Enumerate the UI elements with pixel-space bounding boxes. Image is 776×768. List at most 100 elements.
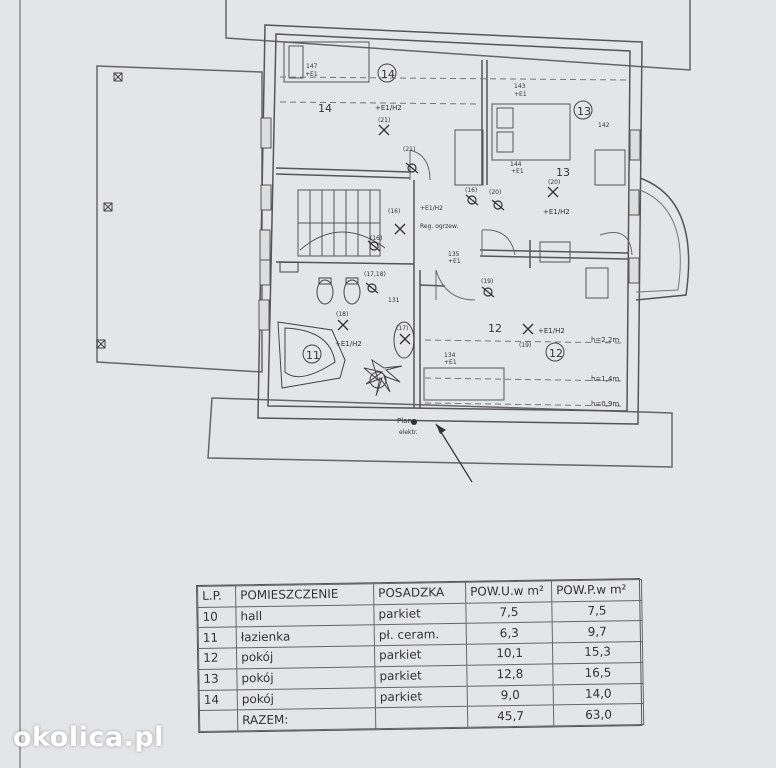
circuit-label: +E1/H2 bbox=[420, 205, 443, 212]
cell-pp: 15,3 bbox=[552, 641, 643, 664]
circuit-label: +E1/H2 bbox=[335, 340, 362, 348]
circuit-label: +E1/H2 bbox=[375, 104, 402, 112]
bay-window bbox=[635, 177, 690, 301]
socket-tag: +E1 bbox=[514, 91, 527, 98]
cell-pu: 6,3 bbox=[466, 622, 553, 645]
cell-room: pokój bbox=[237, 687, 376, 711]
point-number: (16) bbox=[370, 235, 382, 242]
switch-id: 143 bbox=[514, 83, 526, 90]
cell-pp: 9,7 bbox=[552, 620, 643, 644]
staircase bbox=[297, 189, 386, 257]
point-number: (20) bbox=[489, 189, 501, 196]
room-11-marker bbox=[302, 344, 322, 364]
total-label: RAZEM: bbox=[237, 707, 376, 731]
room-13-marker bbox=[573, 100, 593, 120]
bathtub bbox=[277, 321, 346, 389]
total-floor-spacer bbox=[375, 706, 468, 729]
cell-floor: pł. ceram. bbox=[374, 623, 467, 646]
bed-room-13 bbox=[491, 103, 571, 161]
panel-label-2: elektr. bbox=[399, 429, 418, 436]
header-floor: POSADZKA bbox=[373, 582, 466, 605]
cell-floor: parkiet bbox=[374, 665, 468, 688]
height-label: h=2,2m bbox=[591, 336, 619, 344]
cell-pu: 10,1 bbox=[466, 643, 553, 666]
bed-room-14 bbox=[283, 41, 370, 83]
cell-pu: 9,0 bbox=[467, 684, 554, 707]
room-12-marker bbox=[545, 342, 565, 362]
cell-floor: parkiet bbox=[374, 644, 467, 667]
cell-floor: parkiet bbox=[375, 685, 468, 708]
switch-id: 134 bbox=[444, 352, 456, 359]
room-13-number: 13 bbox=[577, 105, 591, 118]
header-area-floor: POW.P.w m² bbox=[551, 579, 642, 602]
cell-room: łazienka bbox=[236, 625, 375, 648]
point-number: (19) bbox=[481, 278, 493, 285]
socket-tag: +E1 bbox=[305, 71, 318, 78]
cell-room: hall bbox=[235, 604, 375, 628]
cell-lp: 10 bbox=[197, 606, 237, 628]
room-12-number: 12 bbox=[549, 347, 563, 360]
cell-floor: parkiet bbox=[373, 602, 467, 626]
cell-lp: 13 bbox=[198, 668, 238, 690]
point-number: (18) bbox=[336, 311, 348, 318]
height-label: h=0,9m bbox=[591, 400, 619, 408]
room-label-12: 12 bbox=[488, 322, 502, 335]
header-lp: L.P. bbox=[197, 585, 236, 608]
watermark-logo: okolica.pl bbox=[13, 722, 164, 753]
outer-walls bbox=[257, 24, 643, 425]
total-pp: 63,0 bbox=[553, 703, 644, 726]
point-number: (16) bbox=[465, 187, 477, 194]
point-number: (16) bbox=[388, 208, 400, 215]
cell-pp: 7,5 bbox=[551, 600, 643, 623]
plant-icon bbox=[363, 358, 403, 397]
switch-id: 147 bbox=[306, 63, 318, 70]
reg-label: Reg. ogrzew. bbox=[420, 223, 458, 230]
socket-tag: +E1 bbox=[448, 258, 461, 265]
switch-id: 144 bbox=[510, 161, 522, 168]
total-pu: 45,7 bbox=[467, 705, 554, 728]
light-points bbox=[337, 124, 559, 345]
circuit-label: +E1/H2 bbox=[538, 327, 565, 335]
cell-pp: 16,5 bbox=[552, 662, 644, 685]
cell-lp: 11 bbox=[198, 627, 237, 649]
cell-pu: 12,8 bbox=[466, 663, 554, 686]
socket-tag: +E1 bbox=[444, 359, 457, 366]
room-14-number: 14 bbox=[381, 68, 395, 81]
bathroom-fixtures bbox=[277, 261, 415, 397]
socket-tag: +E1 bbox=[511, 168, 524, 175]
interior-walls bbox=[275, 60, 629, 408]
washbasin bbox=[393, 321, 415, 359]
cell-room: pokój bbox=[236, 666, 376, 690]
panel-label: Plan bbox=[397, 417, 412, 425]
cell-lp: 12 bbox=[198, 647, 237, 670]
switch-id: 142 bbox=[598, 122, 610, 129]
balcony-outline bbox=[207, 397, 673, 468]
terrace-outline bbox=[96, 65, 263, 373]
switch-id: 135 bbox=[448, 251, 460, 258]
height-label: h=1,4m bbox=[591, 375, 619, 383]
point-number: (21) bbox=[403, 146, 415, 153]
electrical-panel-icon bbox=[411, 419, 417, 425]
cell-pp: 14,0 bbox=[553, 683, 644, 706]
panel-pointer-arrow bbox=[435, 423, 473, 483]
wall-lamp-icons bbox=[365, 162, 505, 298]
point-number: (17,18) bbox=[364, 271, 386, 278]
cell-pu: 7,5 bbox=[465, 601, 553, 624]
room-label-13: 13 bbox=[556, 166, 570, 179]
switch-id: 131 bbox=[388, 297, 400, 304]
circuit-label: +E1/H2 bbox=[543, 208, 570, 216]
total-spacer bbox=[199, 710, 238, 732]
point-number: (17) bbox=[396, 325, 408, 332]
room-11-number: 11 bbox=[306, 349, 320, 362]
point-number: (21) bbox=[378, 117, 390, 124]
header-room: POMIESZCZENIE bbox=[235, 583, 374, 607]
cell-lp: 14 bbox=[199, 689, 238, 711]
header-area-usable: POW.U.w m² bbox=[465, 580, 552, 603]
room-label-14: 14 bbox=[318, 102, 332, 115]
point-number: (20) bbox=[548, 179, 560, 186]
point-number: (19) bbox=[519, 342, 531, 349]
cell-room: pokój bbox=[236, 645, 375, 669]
room-14-marker bbox=[377, 63, 397, 83]
room-area-table: L.P. POMIESZCZENIE POSADZKA POW.U.w m² P… bbox=[196, 578, 644, 733]
